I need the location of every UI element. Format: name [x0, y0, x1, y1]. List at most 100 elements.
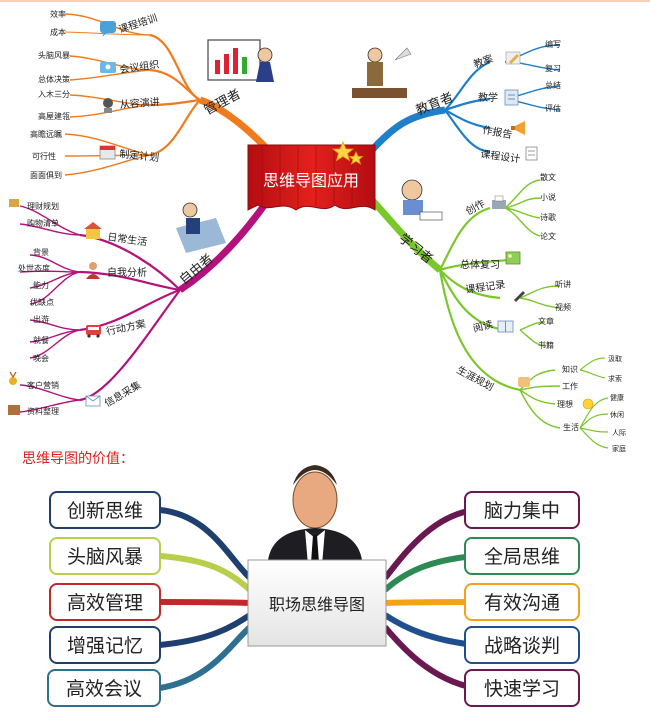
svg-text:课程记录: 课程记录	[465, 279, 506, 296]
svg-text:创新思维: 创新思维	[67, 500, 143, 522]
value-box[interactable]: 全局思维	[464, 537, 580, 575]
svg-text:生活: 生活	[563, 422, 579, 432]
svg-text:能力: 能力	[33, 280, 49, 290]
center-title: 思维导图应用	[263, 171, 359, 190]
svg-text:客户营销: 客户营销	[27, 380, 59, 390]
svg-text:优缺点: 优缺点	[30, 297, 54, 307]
svg-text:生涯规划: 生涯规划	[455, 363, 496, 393]
stars-icon	[331, 140, 364, 165]
svg-text:头脑风暴: 头脑风暴	[38, 50, 70, 60]
svg-text:理想: 理想	[557, 399, 573, 409]
book-icon	[497, 320, 514, 333]
calendar-icon	[99, 145, 116, 160]
value-left-boxes: 创新思维 头脑风暴 高效管理 增强记忆 高效会议	[47, 491, 161, 707]
svg-text:增强记忆: 增强记忆	[67, 635, 143, 657]
pencil-icon	[505, 51, 521, 65]
sub-node[interactable]: 自我分析	[86, 262, 147, 279]
sub-node[interactable]: 教学	[478, 89, 519, 106]
svg-text:制定计划: 制定计划	[119, 147, 160, 164]
svg-text:休闲: 休闲	[610, 410, 624, 419]
value-box[interactable]: 高效会议	[47, 669, 161, 707]
svg-text:文章: 文章	[538, 316, 554, 326]
value-box[interactable]: 高效管理	[49, 583, 161, 621]
svg-text:全局思维: 全局思维	[484, 546, 560, 568]
svg-text:创作: 创作	[463, 197, 487, 218]
envelope-icon	[85, 395, 101, 407]
svg-text:论文: 论文	[540, 231, 556, 241]
businessman-illustration	[268, 465, 362, 573]
meeting-icon	[100, 62, 116, 73]
teacher-branch-lines	[369, 44, 561, 154]
value-box[interactable]: 创新思维	[49, 491, 161, 529]
megaphone-icon	[511, 121, 525, 135]
sub-node[interactable]: 会议组织	[100, 58, 160, 76]
sub-node[interactable]: 课程记录	[465, 279, 525, 302]
value-box[interactable]: 头脑风暴	[49, 537, 161, 575]
svg-text:总体决策: 总体决策	[38, 74, 70, 84]
svg-text:求索: 求索	[608, 374, 622, 383]
teacher-illustration	[352, 47, 412, 98]
sub-node[interactable]: 作报告	[481, 121, 525, 141]
svg-text:教案: 教案	[472, 52, 495, 71]
house-icon	[84, 222, 102, 239]
smiley-icon	[582, 398, 594, 410]
sub-node[interactable]: 从容演讲	[103, 95, 160, 113]
svg-text:会议组织: 会议组织	[119, 58, 160, 76]
svg-text:晚会: 晚会	[33, 353, 49, 363]
value-box[interactable]: 快速学习	[464, 669, 580, 707]
svg-text:复习: 复习	[545, 63, 561, 73]
value-box[interactable]: 增强记忆	[49, 626, 161, 664]
student-illustration	[401, 179, 443, 221]
svg-text:诗歌: 诗歌	[540, 212, 556, 222]
svg-text:听讲: 听讲	[555, 279, 571, 289]
svg-text:可行性: 可行性	[32, 151, 56, 161]
svg-text:理财规划: 理财规划	[27, 201, 59, 211]
svg-text:购物清单: 购物清单	[27, 218, 59, 228]
svg-text:脑力集中: 脑力集中	[484, 500, 560, 522]
svg-text:日常生活: 日常生活	[107, 230, 148, 248]
value-right-boxes: 脑力集中 全局思维 有效沟通 战略谈判 快速学习	[464, 491, 580, 707]
value-center-label: 职场思维导图	[269, 595, 365, 614]
svg-text:课程设计: 课程设计	[480, 147, 521, 165]
svg-text:成本: 成本	[50, 27, 66, 37]
sub-node[interactable]: 制定计划	[99, 145, 160, 164]
value-box[interactable]: 脑力集中	[464, 491, 580, 529]
svg-text:知识: 知识	[562, 364, 578, 374]
sub-node[interactable]: 课程设计	[480, 146, 538, 166]
clipboard-icon	[504, 89, 519, 106]
medal-icon	[9, 371, 17, 385]
value-center-box[interactable]: 职场思维导图	[247, 559, 387, 647]
folder-icon	[8, 405, 20, 415]
piggy-bank-icon	[9, 199, 19, 207]
center-node[interactable]: 思维导图应用	[247, 140, 376, 211]
svg-text:人际: 人际	[612, 428, 626, 437]
value-box[interactable]: 有效沟通	[464, 583, 580, 621]
svg-text:出游: 出游	[33, 314, 49, 324]
branch-label-learner[interactable]: 学习者	[396, 231, 437, 268]
svg-text:头脑风暴: 头脑风暴	[67, 546, 143, 568]
svg-text:处世态度: 处世态度	[18, 263, 50, 273]
svg-text:课程培训: 课程培训	[117, 11, 159, 36]
svg-text:阅读: 阅读	[472, 317, 495, 334]
svg-text:评估: 评估	[545, 103, 561, 113]
sub-node[interactable]: 创作	[463, 195, 506, 218]
presenter-chart-illustration	[207, 39, 274, 82]
svg-text:教学: 教学	[478, 91, 498, 104]
sub-node[interactable]: 教案	[472, 51, 521, 71]
svg-text:自我分析: 自我分析	[107, 266, 147, 279]
chat-bubble-icon	[100, 21, 116, 37]
svg-text:行动方案: 行动方案	[105, 317, 147, 338]
svg-text:工作: 工作	[562, 381, 578, 391]
svg-text:资料整理: 资料整理	[27, 406, 59, 416]
value-box[interactable]: 战略谈判	[464, 626, 580, 664]
thumbs-up-icon	[518, 377, 530, 387]
sub-node[interactable]: 总体复习	[460, 251, 521, 271]
sub-node[interactable]: 课程培训	[100, 11, 159, 37]
svg-text:背景: 背景	[33, 247, 49, 257]
bus-icon	[86, 325, 101, 338]
value-branch-lines	[159, 507, 476, 691]
svg-text:健康: 健康	[610, 393, 624, 402]
svg-text:战略谈判: 战略谈判	[484, 635, 560, 657]
learner-branch-lines	[369, 179, 609, 449]
free-branch-lines	[19, 197, 271, 413]
